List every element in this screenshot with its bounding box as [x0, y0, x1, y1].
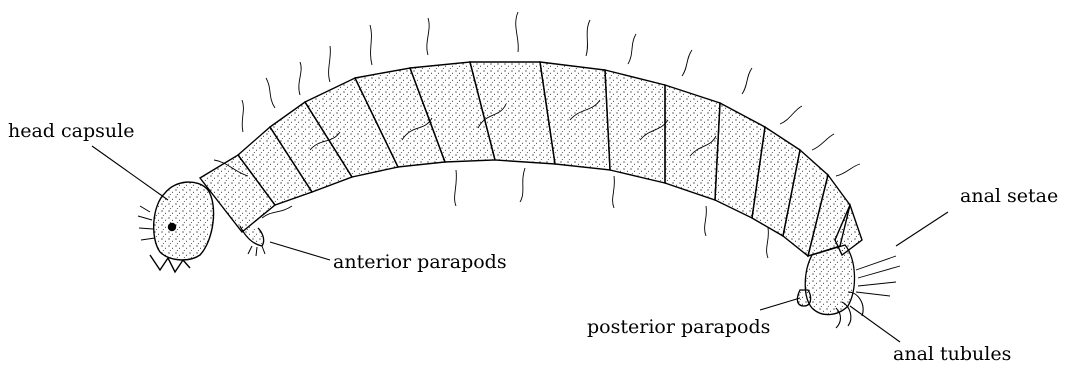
- anal-setae-shape: [856, 256, 900, 296]
- label-anterior-parapods: anterior parapods: [333, 253, 507, 272]
- segment-9: [605, 70, 665, 183]
- leader-anterior-parapods: [270, 242, 330, 260]
- head-capsule-shape: [138, 182, 214, 272]
- label-head-capsule: head capsule: [8, 122, 134, 141]
- leader-posterior-parapods: [760, 298, 800, 310]
- anterior-parapods-shape: [240, 226, 265, 256]
- leader-head-capsule: [92, 146, 168, 200]
- segment-10: [665, 85, 720, 200]
- leader-anal-setae: [896, 212, 948, 246]
- tail-region: [797, 245, 900, 328]
- label-anal-tubules: anal tubules: [893, 345, 1011, 364]
- label-anal-setae: anal setae: [960, 187, 1058, 206]
- leader-anal-tubules: [850, 306, 900, 342]
- label-posterior-parapods: posterior parapods: [587, 318, 770, 337]
